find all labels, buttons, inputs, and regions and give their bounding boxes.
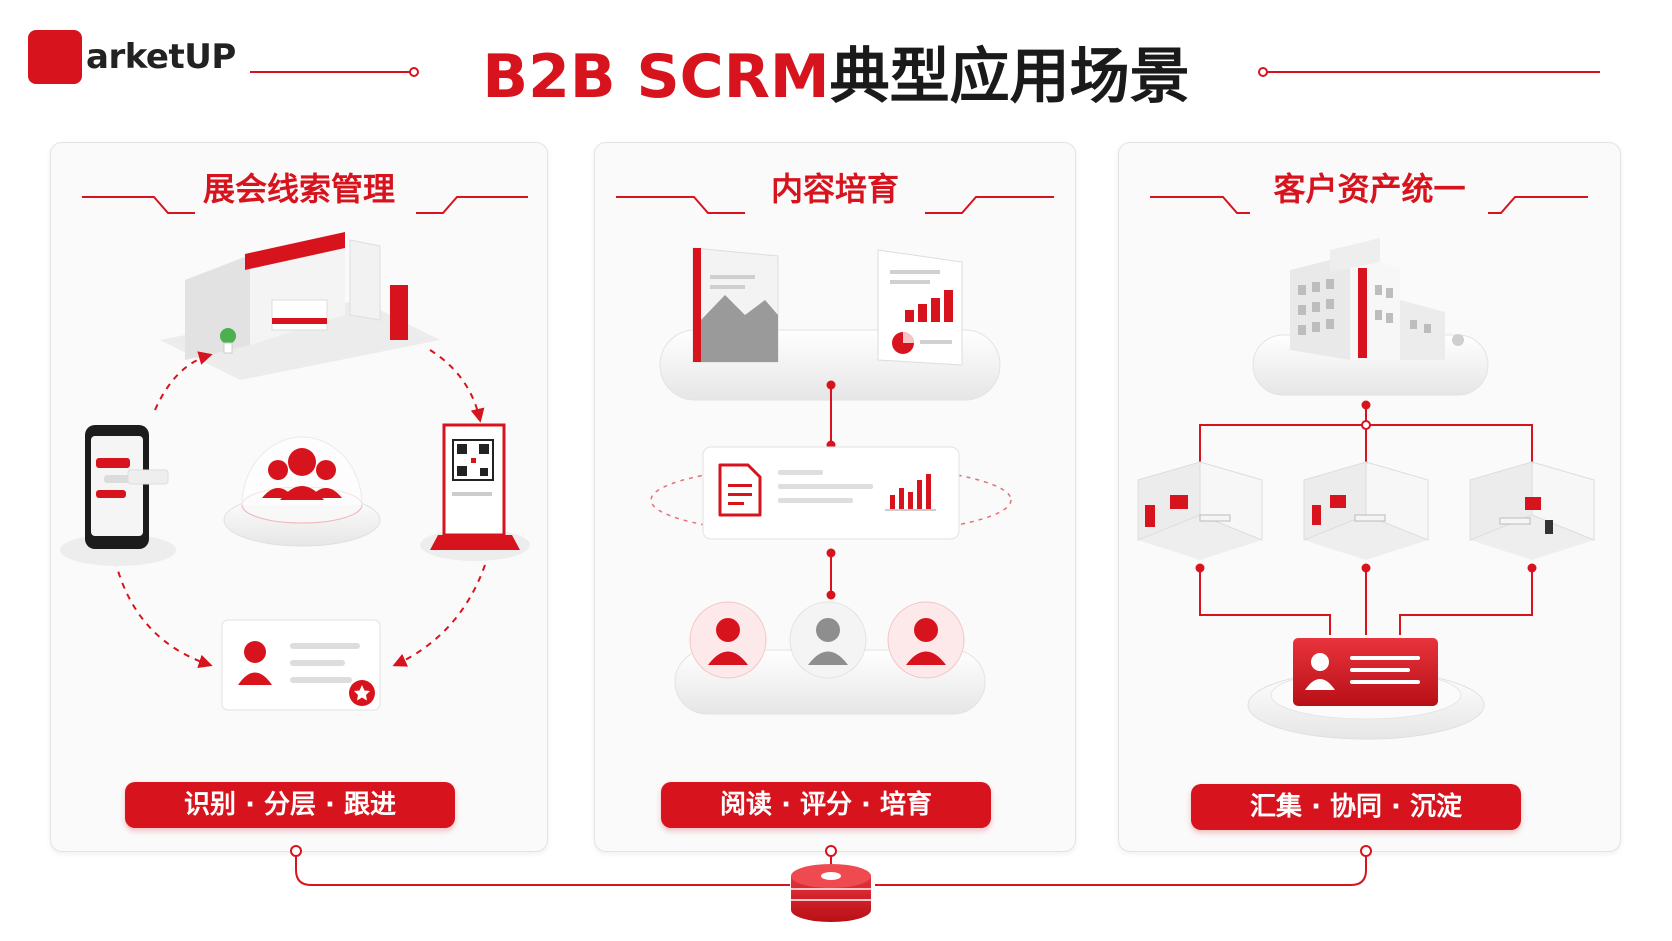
panel-title-decor-2 bbox=[616, 196, 1054, 214]
pill-read-score-nurture: 阅读 · 评分 · 培育 bbox=[661, 782, 991, 828]
smartphone-chat-icon bbox=[60, 425, 176, 566]
title-part2: 典型应用场景 bbox=[829, 42, 1190, 112]
connector-lines-panel2 bbox=[650, 380, 1012, 600]
logo-badge bbox=[28, 30, 82, 84]
customer-profile-card-icon bbox=[1247, 638, 1485, 740]
header-decor-right bbox=[1258, 67, 1600, 77]
contact-card-icon bbox=[221, 619, 381, 711]
bar-chart-icon bbox=[885, 474, 936, 511]
panel-title-decor-3 bbox=[1150, 196, 1588, 214]
database-icon bbox=[791, 864, 871, 922]
content-score-card bbox=[702, 446, 960, 540]
connector-lines-panel3 bbox=[1195, 400, 1537, 635]
flow-arrows-panel1 bbox=[114, 349, 486, 669]
report-chart-icon bbox=[877, 249, 963, 366]
user-group-icon bbox=[223, 436, 381, 547]
panel-title-2-text: 内容培育 bbox=[770, 170, 899, 208]
office-room-icon-2 bbox=[1303, 461, 1429, 560]
qr-code-standee-icon bbox=[420, 423, 530, 561]
office-room-icon bbox=[1137, 461, 1263, 560]
brand-logo: arketUP bbox=[28, 30, 236, 84]
panel-title-decor-1 bbox=[82, 196, 528, 214]
office-room-icon-3 bbox=[1469, 461, 1595, 560]
headquarters-building-icon bbox=[1252, 238, 1489, 396]
logo-text: arketUP bbox=[86, 37, 236, 77]
exhibition-booth-icon bbox=[160, 232, 440, 380]
bottom-connector-lines bbox=[290, 845, 1372, 886]
pill-collect-collab-accumulate: 汇集 · 协同 · 沉淀 bbox=[1191, 784, 1521, 830]
title-part1: B2B SCRM bbox=[482, 42, 830, 112]
header-decor-left bbox=[250, 67, 419, 77]
page-title: B2B SCRM典型应用场景 bbox=[0, 28, 1672, 115]
pill-identify-tier-follow: 识别 · 分层 · 跟进 bbox=[125, 782, 455, 828]
panel-title-3-text: 客户资产统一 bbox=[1273, 170, 1466, 208]
brochure-icon bbox=[692, 247, 779, 363]
document-icon bbox=[718, 463, 873, 517]
user-avatar-icon bbox=[674, 601, 986, 715]
panel-title-1-text: 展会线索管理 bbox=[202, 170, 395, 208]
